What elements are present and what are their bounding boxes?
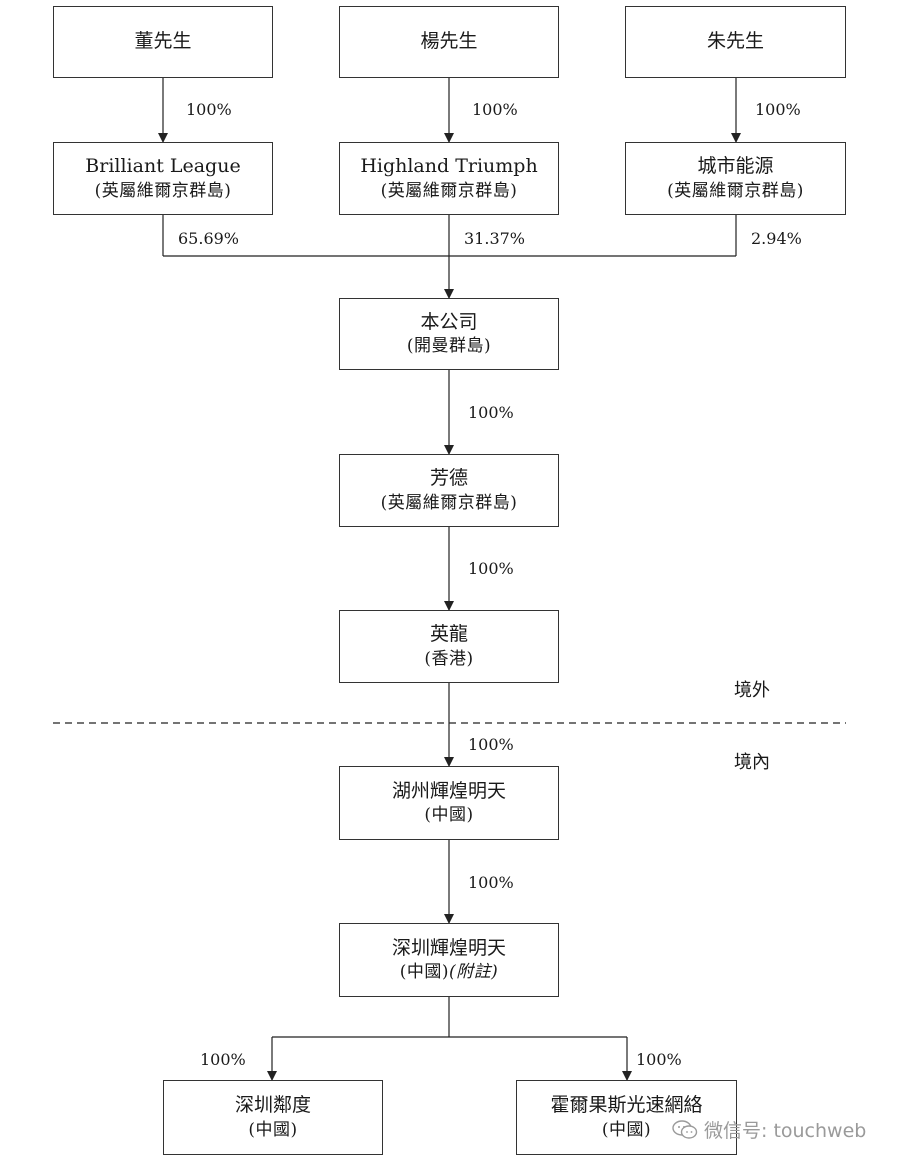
pct-label: 100%: [468, 559, 514, 578]
yinglong-box: 英龍 (香港): [339, 610, 559, 683]
linkdu-box: 深圳鄰度 (中國): [163, 1080, 383, 1155]
company-jurisdiction: (英屬維爾京群島): [380, 180, 518, 201]
watermark-text: 微信号: touchweb: [704, 1120, 867, 1142]
company-jurisdiction: (中國)(附註): [400, 961, 499, 984]
company-name: 芳德: [429, 467, 468, 490]
zone-label-offshore: 境外: [734, 680, 770, 701]
holding-box-highland-triumph: Highland Triumph (英屬維爾京群島): [339, 142, 559, 215]
pct-label: 100%: [472, 100, 518, 119]
wechat-icon: [672, 1119, 698, 1139]
company-jurisdiction: (英屬維爾京群島): [380, 492, 518, 513]
company-name: 英龍: [429, 623, 468, 646]
jurisdiction-text: (中國): [399, 962, 449, 983]
pct-label: 100%: [468, 735, 514, 754]
shareholder-name: 朱先生: [706, 30, 764, 53]
shareholder-box-yang: 楊先生: [339, 6, 559, 78]
pct-label: 100%: [468, 403, 514, 422]
company-jurisdiction: (中國): [424, 805, 474, 826]
pct-label: 65.69%: [178, 229, 240, 248]
footnote-marker: (附註): [449, 962, 499, 983]
company-jurisdiction: (開曼群島): [406, 336, 492, 357]
horgos-box: 霍爾果斯光速網絡 (中國): [516, 1080, 737, 1155]
shareholder-name: 楊先生: [420, 30, 478, 53]
pct-label: 100%: [200, 1050, 246, 1069]
holding-box-city-energy: 城市能源 (英屬維爾京群島): [625, 142, 846, 215]
pct-label: 100%: [636, 1050, 682, 1069]
company-name: Highland Triumph: [360, 155, 538, 178]
company-name: Brilliant League: [85, 155, 241, 178]
fangde-box: 芳德 (英屬維爾京群島): [339, 454, 559, 527]
company-jurisdiction: (中國): [601, 1119, 652, 1140]
company-jurisdiction: (香港): [424, 648, 474, 669]
pct-label: 100%: [755, 100, 801, 119]
company-name: 城市能源: [697, 155, 774, 178]
shareholder-box-zhu: 朱先生: [625, 6, 846, 78]
huzhou-box: 湖州輝煌明天 (中國): [339, 766, 559, 840]
shareholder-box-dong: 董先生: [53, 6, 273, 78]
pct-label: 100%: [468, 873, 514, 892]
shareholder-name: 董先生: [134, 30, 192, 53]
company-jurisdiction: (中國): [248, 1119, 298, 1140]
watermark: 微信号: touchweb: [672, 1116, 866, 1143]
pct-label: 100%: [186, 100, 232, 119]
holding-box-brilliant-league: Brilliant League (英屬維爾京群島): [53, 142, 273, 215]
company-name: 湖州輝煌明天: [391, 779, 506, 802]
company-jurisdiction: (英屬維爾京群島): [94, 180, 232, 201]
zone-label-onshore: 境內: [734, 752, 770, 773]
company-jurisdiction: (英屬維爾京群島): [667, 180, 804, 201]
company-name: 霍爾果斯光速網絡: [550, 1094, 703, 1117]
company-box: 本公司 (開曼群島): [339, 298, 559, 370]
company-name: 本公司: [420, 310, 478, 333]
shenzhen-box: 深圳輝煌明天 (中國)(附註): [339, 923, 559, 997]
pct-label: 2.94%: [751, 229, 802, 248]
company-name: 深圳輝煌明天: [391, 936, 506, 959]
pct-label: 31.37%: [464, 229, 526, 248]
company-name: 深圳鄰度: [234, 1094, 311, 1117]
